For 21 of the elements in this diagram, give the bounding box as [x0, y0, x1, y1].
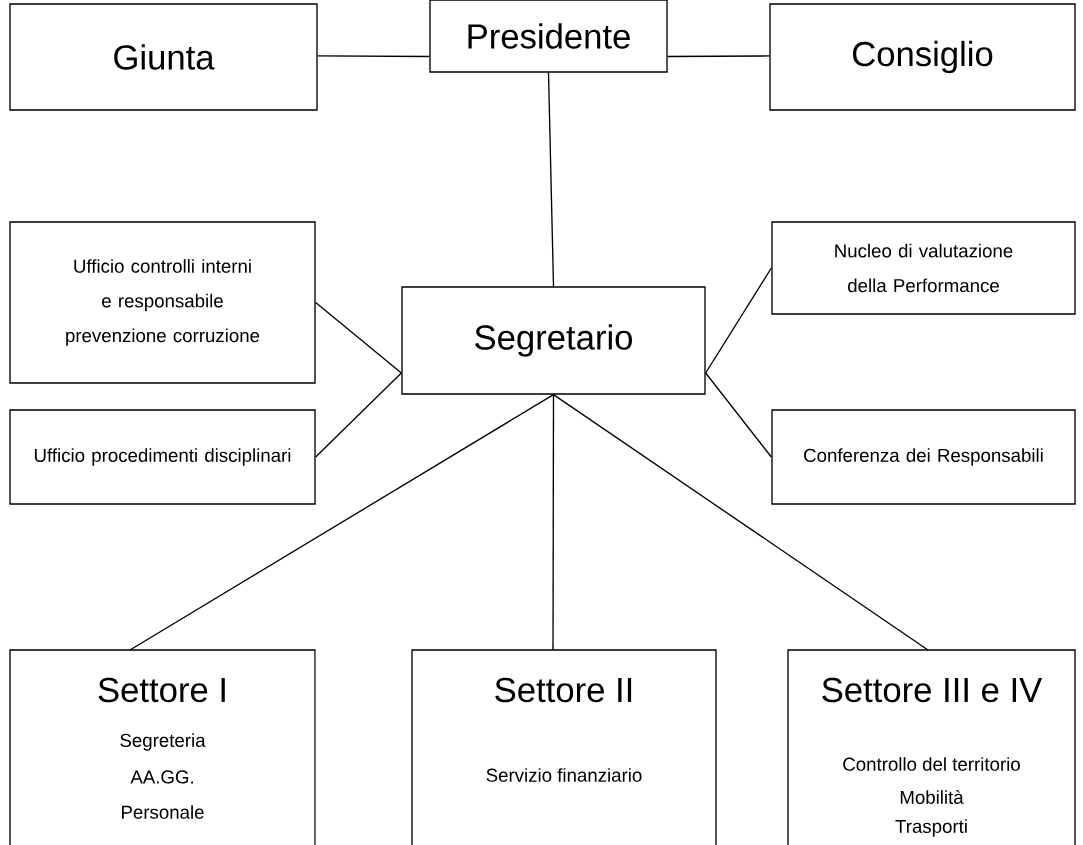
office-box: Ufficio procedimenti disciplinari	[9, 409, 316, 505]
org-box: Segretario	[401, 286, 706, 395]
office-box: Ufficio controlli interni e responsabile prevenzione corruzione	[9, 221, 316, 384]
org-box: Giunta	[9, 3, 318, 111]
office-box: Conferenza dei Responsabili	[771, 409, 1076, 505]
org-box: Consiglio	[769, 3, 1076, 111]
connector-line	[705, 372, 772, 458]
sector-box: Settore II Servizio finanziario	[411, 649, 717, 845]
sector-box: Settore III e IV Controllo del territorio Mobilità Trasporti	[787, 649, 1076, 845]
connector-line	[667, 55, 770, 58]
connector-line	[552, 394, 929, 651]
connector-line	[315, 372, 402, 458]
connector-line	[705, 267, 772, 374]
connector-line	[552, 394, 555, 651]
connector-line	[317, 55, 430, 58]
connector-line	[547, 72, 555, 287]
office-box: Nucleo di valutazione della Performance	[771, 221, 1076, 315]
sector-box: Settore I Segreteria AA.GG. Personale	[9, 649, 316, 845]
connector-line	[315, 301, 402, 374]
connector-line	[129, 394, 555, 651]
org-box: Presidente	[429, 0, 668, 73]
